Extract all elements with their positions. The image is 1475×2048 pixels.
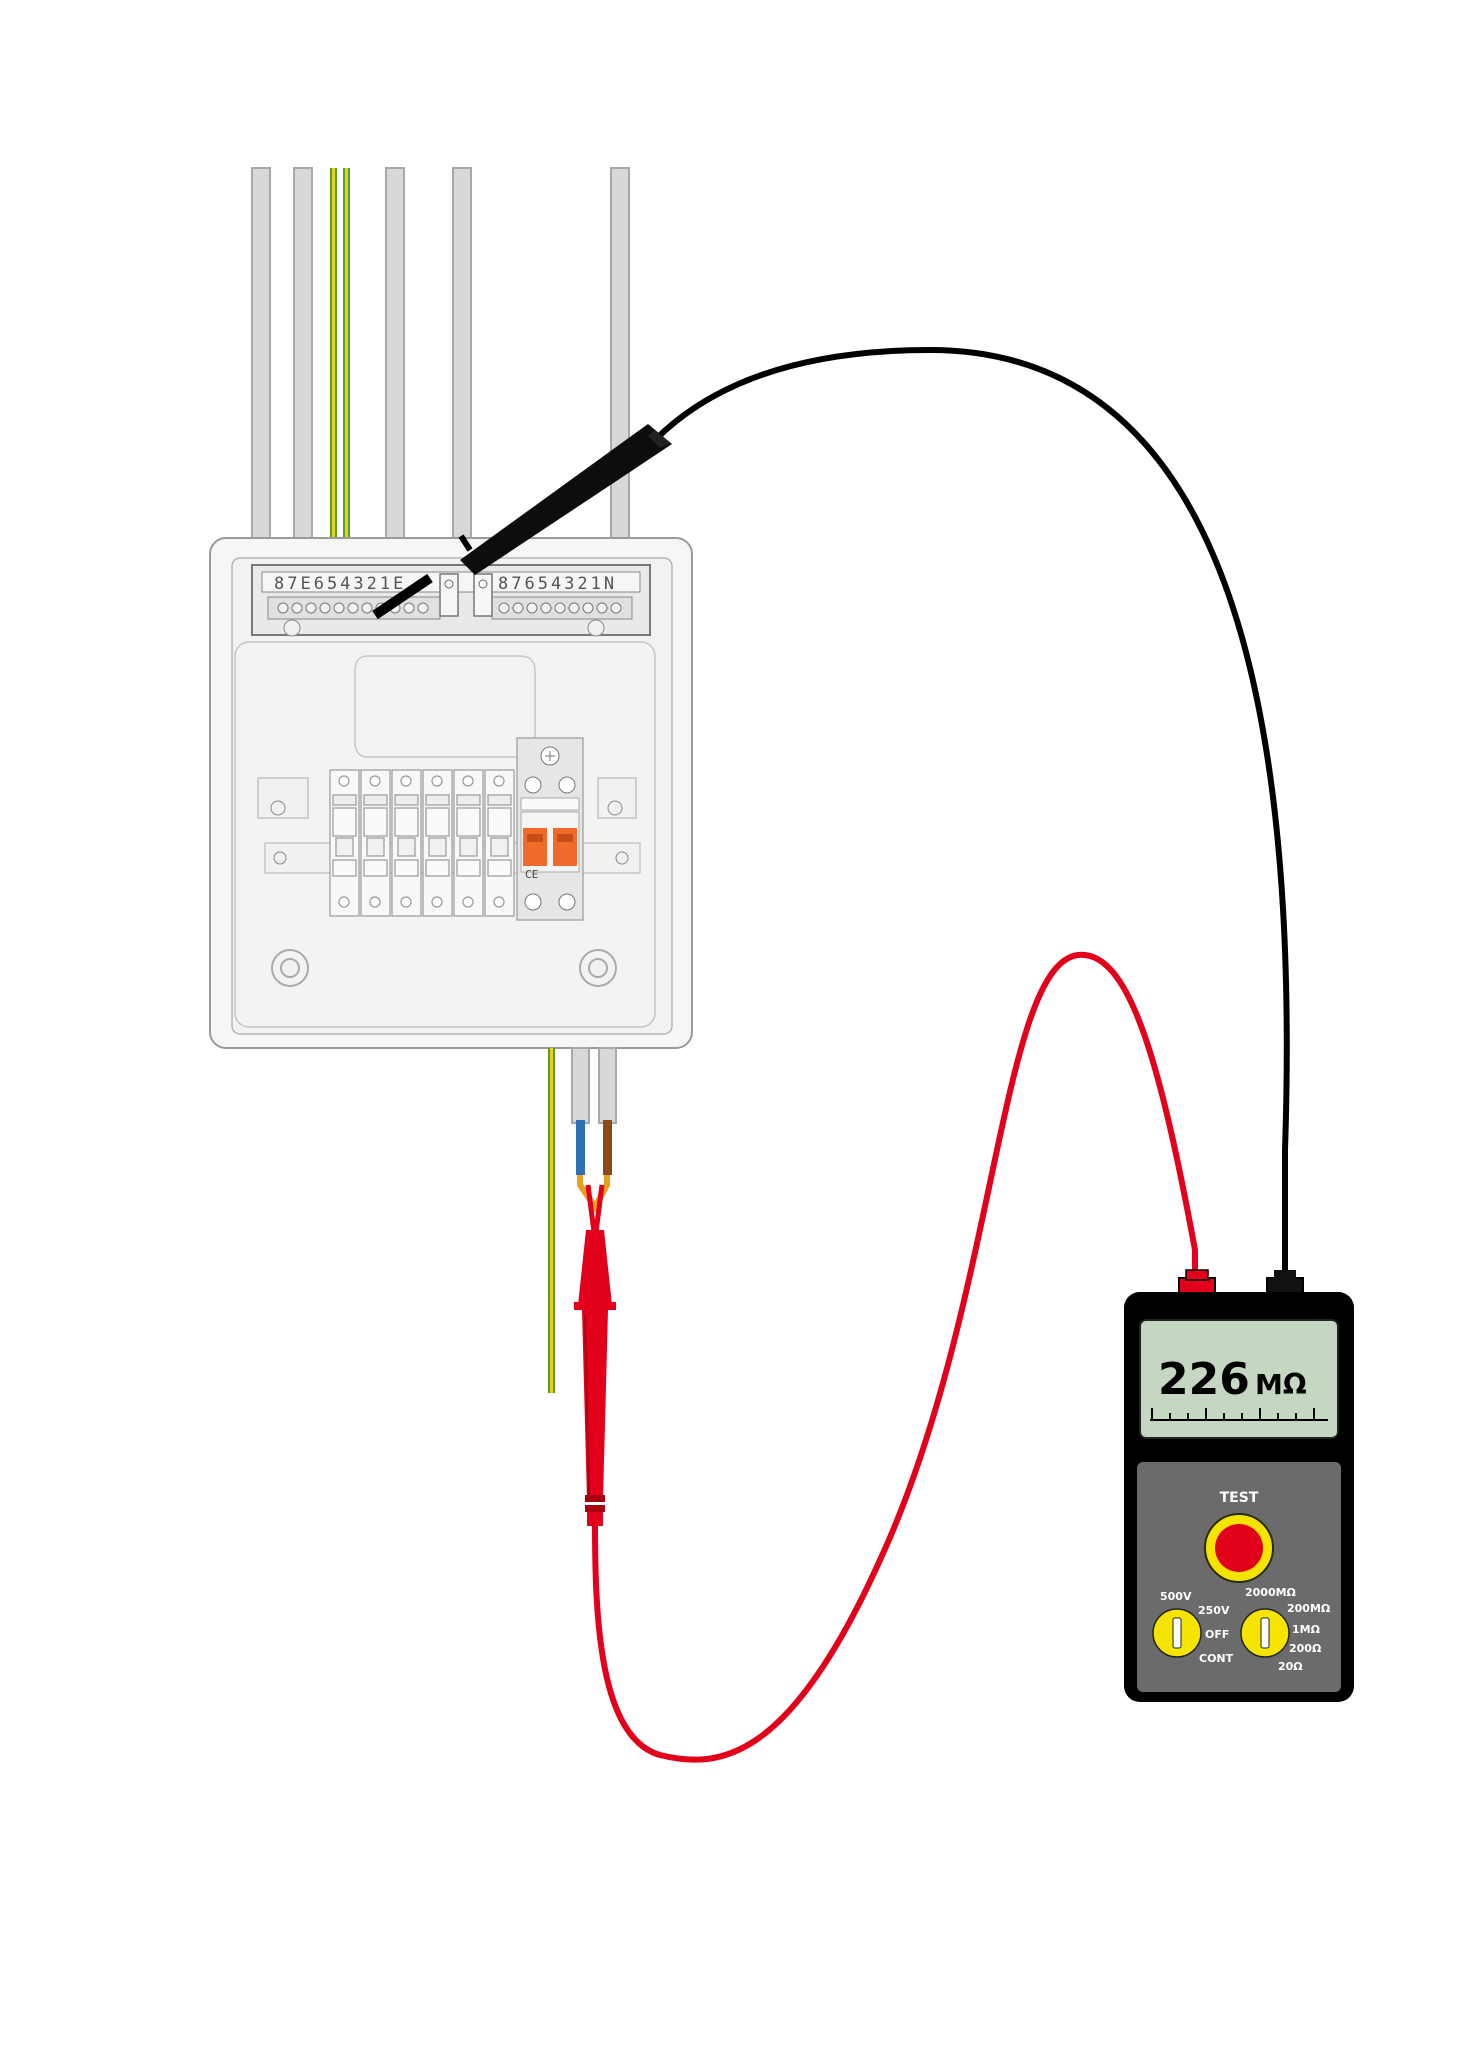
test-button[interactable] (1215, 1524, 1263, 1572)
range-20-label: 20Ω (1278, 1660, 1303, 1673)
main-switch-toggle (553, 828, 577, 866)
neutral-conductor (576, 1120, 585, 1175)
cable-3 (385, 167, 405, 539)
mcb-3 (391, 769, 422, 917)
earth-terminal-label: 87E654321E (274, 574, 406, 594)
voltage-off-label: OFF (1205, 1628, 1229, 1641)
range-200m-label: 200MΩ (1287, 1602, 1331, 1615)
voltage-cont-label: CONT (1199, 1652, 1234, 1665)
mcb-1 (329, 769, 360, 917)
neutral-terminal-label: 87654321N (498, 574, 617, 594)
mcb-5 (453, 769, 484, 917)
range-200-label: 200Ω (1289, 1642, 1322, 1655)
black-probe (372, 424, 672, 620)
mcb-6 (484, 769, 515, 917)
insulation-tester: 226 MΩ TEST 500V 250V OFF CONT 2000MΩ 20… (1124, 1269, 1354, 1702)
incoming-cables (251, 167, 630, 539)
rail-screw-left (270, 800, 286, 816)
test-label: TEST (1220, 1490, 1259, 1506)
terminal-bar: 87E654321E 87654321N (251, 564, 651, 637)
range-dial-pointer (1260, 1617, 1270, 1649)
mcb-4 (422, 769, 453, 917)
black-test-lead (652, 346, 1290, 1290)
cable-2 (293, 167, 313, 539)
voltage-500v-label: 500V (1160, 1590, 1192, 1603)
mcb-2 (360, 769, 391, 917)
screen-scale (1150, 1408, 1328, 1421)
cable-1 (251, 167, 271, 539)
rail-screw-right (607, 800, 623, 816)
main-switch-toggle (523, 828, 547, 866)
ce-mark: CE (525, 868, 538, 881)
range-2000m-label: 2000MΩ (1245, 1586, 1297, 1599)
voltage-250v-label: 250V (1198, 1604, 1230, 1617)
line-conductor (603, 1120, 612, 1175)
red-crocodile-clip (574, 1184, 616, 1526)
consumer-unit: 87E654321E 87654321N (209, 537, 693, 1049)
mcb-row (329, 769, 515, 917)
range-1m-label: 1MΩ (1292, 1623, 1321, 1636)
red-test-lead (592, 951, 1198, 1763)
main-switch: CE (516, 737, 584, 921)
cover-screw-right (579, 949, 617, 987)
earth-conductor-bottom (548, 1048, 555, 1393)
tester-screen (1139, 1319, 1339, 1439)
shorted-conductors (577, 1175, 610, 1213)
meter-tails (548, 1047, 617, 1393)
main-switch-screw (558, 776, 576, 794)
reading-unit: MΩ (1255, 1368, 1307, 1401)
cable-4 (452, 167, 472, 539)
cover-screw-left (271, 949, 309, 987)
voltage-dial-pointer (1172, 1617, 1182, 1649)
main-switch-screw (524, 776, 542, 794)
reading-value: 226 (1158, 1354, 1250, 1405)
earth-conductor-top (330, 168, 350, 538)
